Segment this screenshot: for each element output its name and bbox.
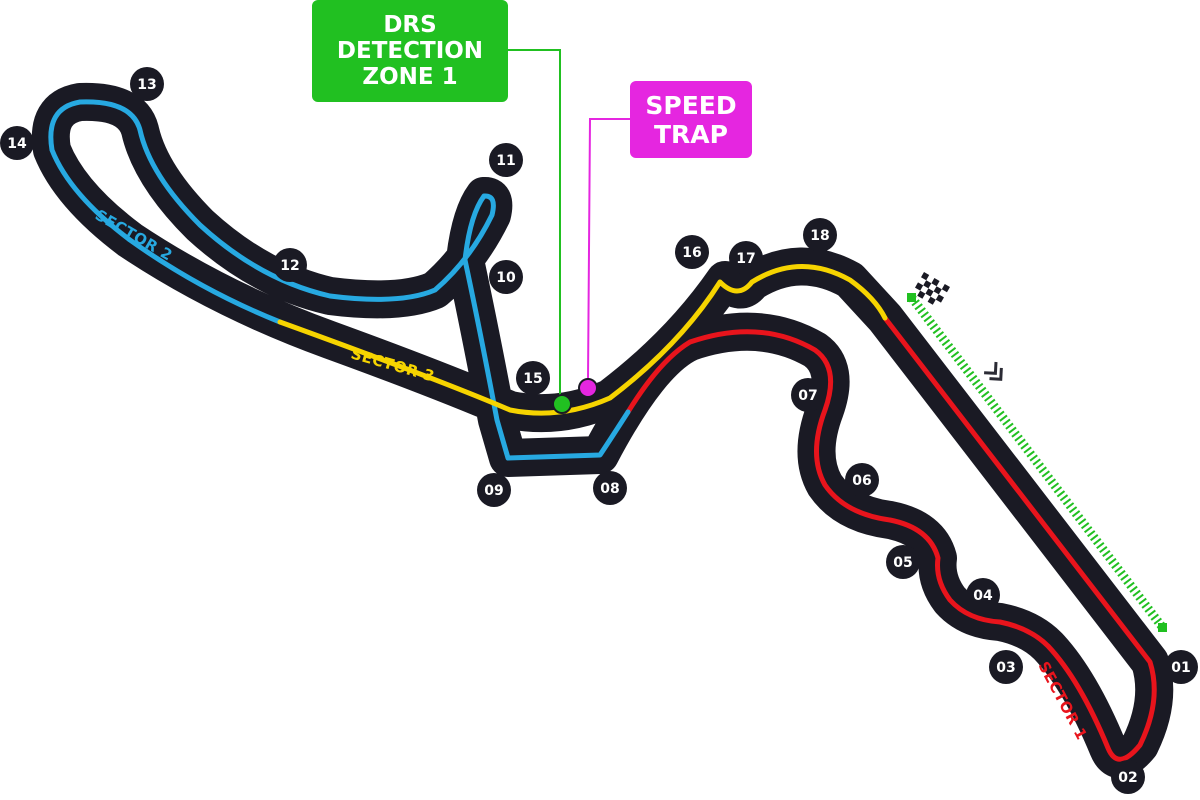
turn-marker-13: 13 [130, 67, 164, 101]
turn-number: 10 [496, 270, 516, 286]
checkered-flag-icon [915, 272, 950, 305]
turn-number: 06 [852, 473, 871, 489]
turn-marker-10: 10 [489, 260, 523, 294]
turn-badge [516, 361, 550, 395]
turn-badge [791, 378, 825, 412]
drs-callout-connector [508, 49, 572, 414]
speed-trap-line-2: TRAP [654, 119, 728, 149]
turn-badge [989, 650, 1023, 684]
turn-number: 09 [484, 483, 503, 499]
turn-badge [0, 126, 34, 160]
drs-zone [907, 293, 1167, 632]
turn-marker-09: 09 [477, 473, 511, 507]
drs-detection-zone-callout: DRS DETECTION ZONE 1 [312, 0, 508, 102]
turn-badge [1164, 650, 1198, 684]
turn-number: 18 [810, 228, 829, 244]
turn-marker-07: 07 [791, 378, 825, 412]
turn-marker-12: 12 [273, 248, 307, 282]
turn-marker-05: 05 [886, 545, 920, 579]
turn-badge [729, 241, 763, 275]
turn-marker-06: 06 [845, 463, 879, 497]
turn-marker-08: 08 [593, 471, 627, 505]
turn-marker-18: 18 [803, 218, 837, 252]
turn-badge [886, 545, 920, 579]
turn-badge [489, 260, 523, 294]
turn-badge [845, 463, 879, 497]
turn-badge [675, 235, 709, 269]
turn-number: 13 [137, 77, 156, 93]
turn-badge [489, 143, 523, 177]
drs-line-2: DETECTION [336, 38, 484, 64]
turn-marker-15: 15 [516, 361, 550, 395]
turn-badge [803, 218, 837, 252]
turn-number: 02 [1118, 770, 1137, 786]
turn-number: 17 [736, 251, 755, 267]
sector-3-path [277, 264, 888, 416]
drs-line-1: DRS [383, 12, 437, 38]
drs-line-3: ZONE 1 [362, 64, 458, 90]
turn-marker-04: 04 [966, 578, 1000, 612]
speed-trap-line-1: SPEED [645, 90, 737, 120]
turn-number: 07 [798, 388, 817, 404]
turn-number: 15 [523, 371, 542, 387]
turn-badge [1111, 760, 1145, 794]
track [31, 82, 1174, 779]
turn-number: 01 [1171, 660, 1190, 676]
turn-marker-02: 02 [1111, 760, 1145, 794]
turn-badge [273, 248, 307, 282]
sector-2-path [48, 99, 631, 461]
speed-trap-connector [578, 118, 630, 398]
turn-number: 16 [682, 245, 701, 261]
speed-trap-callout: SPEED TRAP [630, 81, 752, 158]
turn-number: 04 [973, 588, 993, 604]
turn-number: 08 [600, 481, 619, 497]
turn-markers: 01 02 03 04 05 06 07 08 09 10 11 12 13 14 15 16 17 18 [0, 67, 1198, 794]
turn-number: 03 [996, 660, 1015, 676]
turn-marker-03: 03 [989, 650, 1023, 684]
turn-marker-16: 16 [675, 235, 709, 269]
turn-marker-17: 17 [729, 241, 763, 275]
sector-1-path [625, 315, 1157, 762]
double-chevron-icon [984, 361, 1003, 381]
turn-number: 12 [280, 258, 299, 274]
turn-marker-14: 14 [0, 126, 34, 160]
turn-badge [966, 578, 1000, 612]
turn-marker-01: 01 [1164, 650, 1198, 684]
turn-badge [477, 473, 511, 507]
turn-marker-11: 11 [489, 143, 523, 177]
turn-badge [130, 67, 164, 101]
turn-number: 11 [496, 153, 515, 169]
turn-number: 05 [893, 555, 912, 571]
turn-number: 14 [7, 136, 27, 152]
turn-badge [593, 471, 627, 505]
